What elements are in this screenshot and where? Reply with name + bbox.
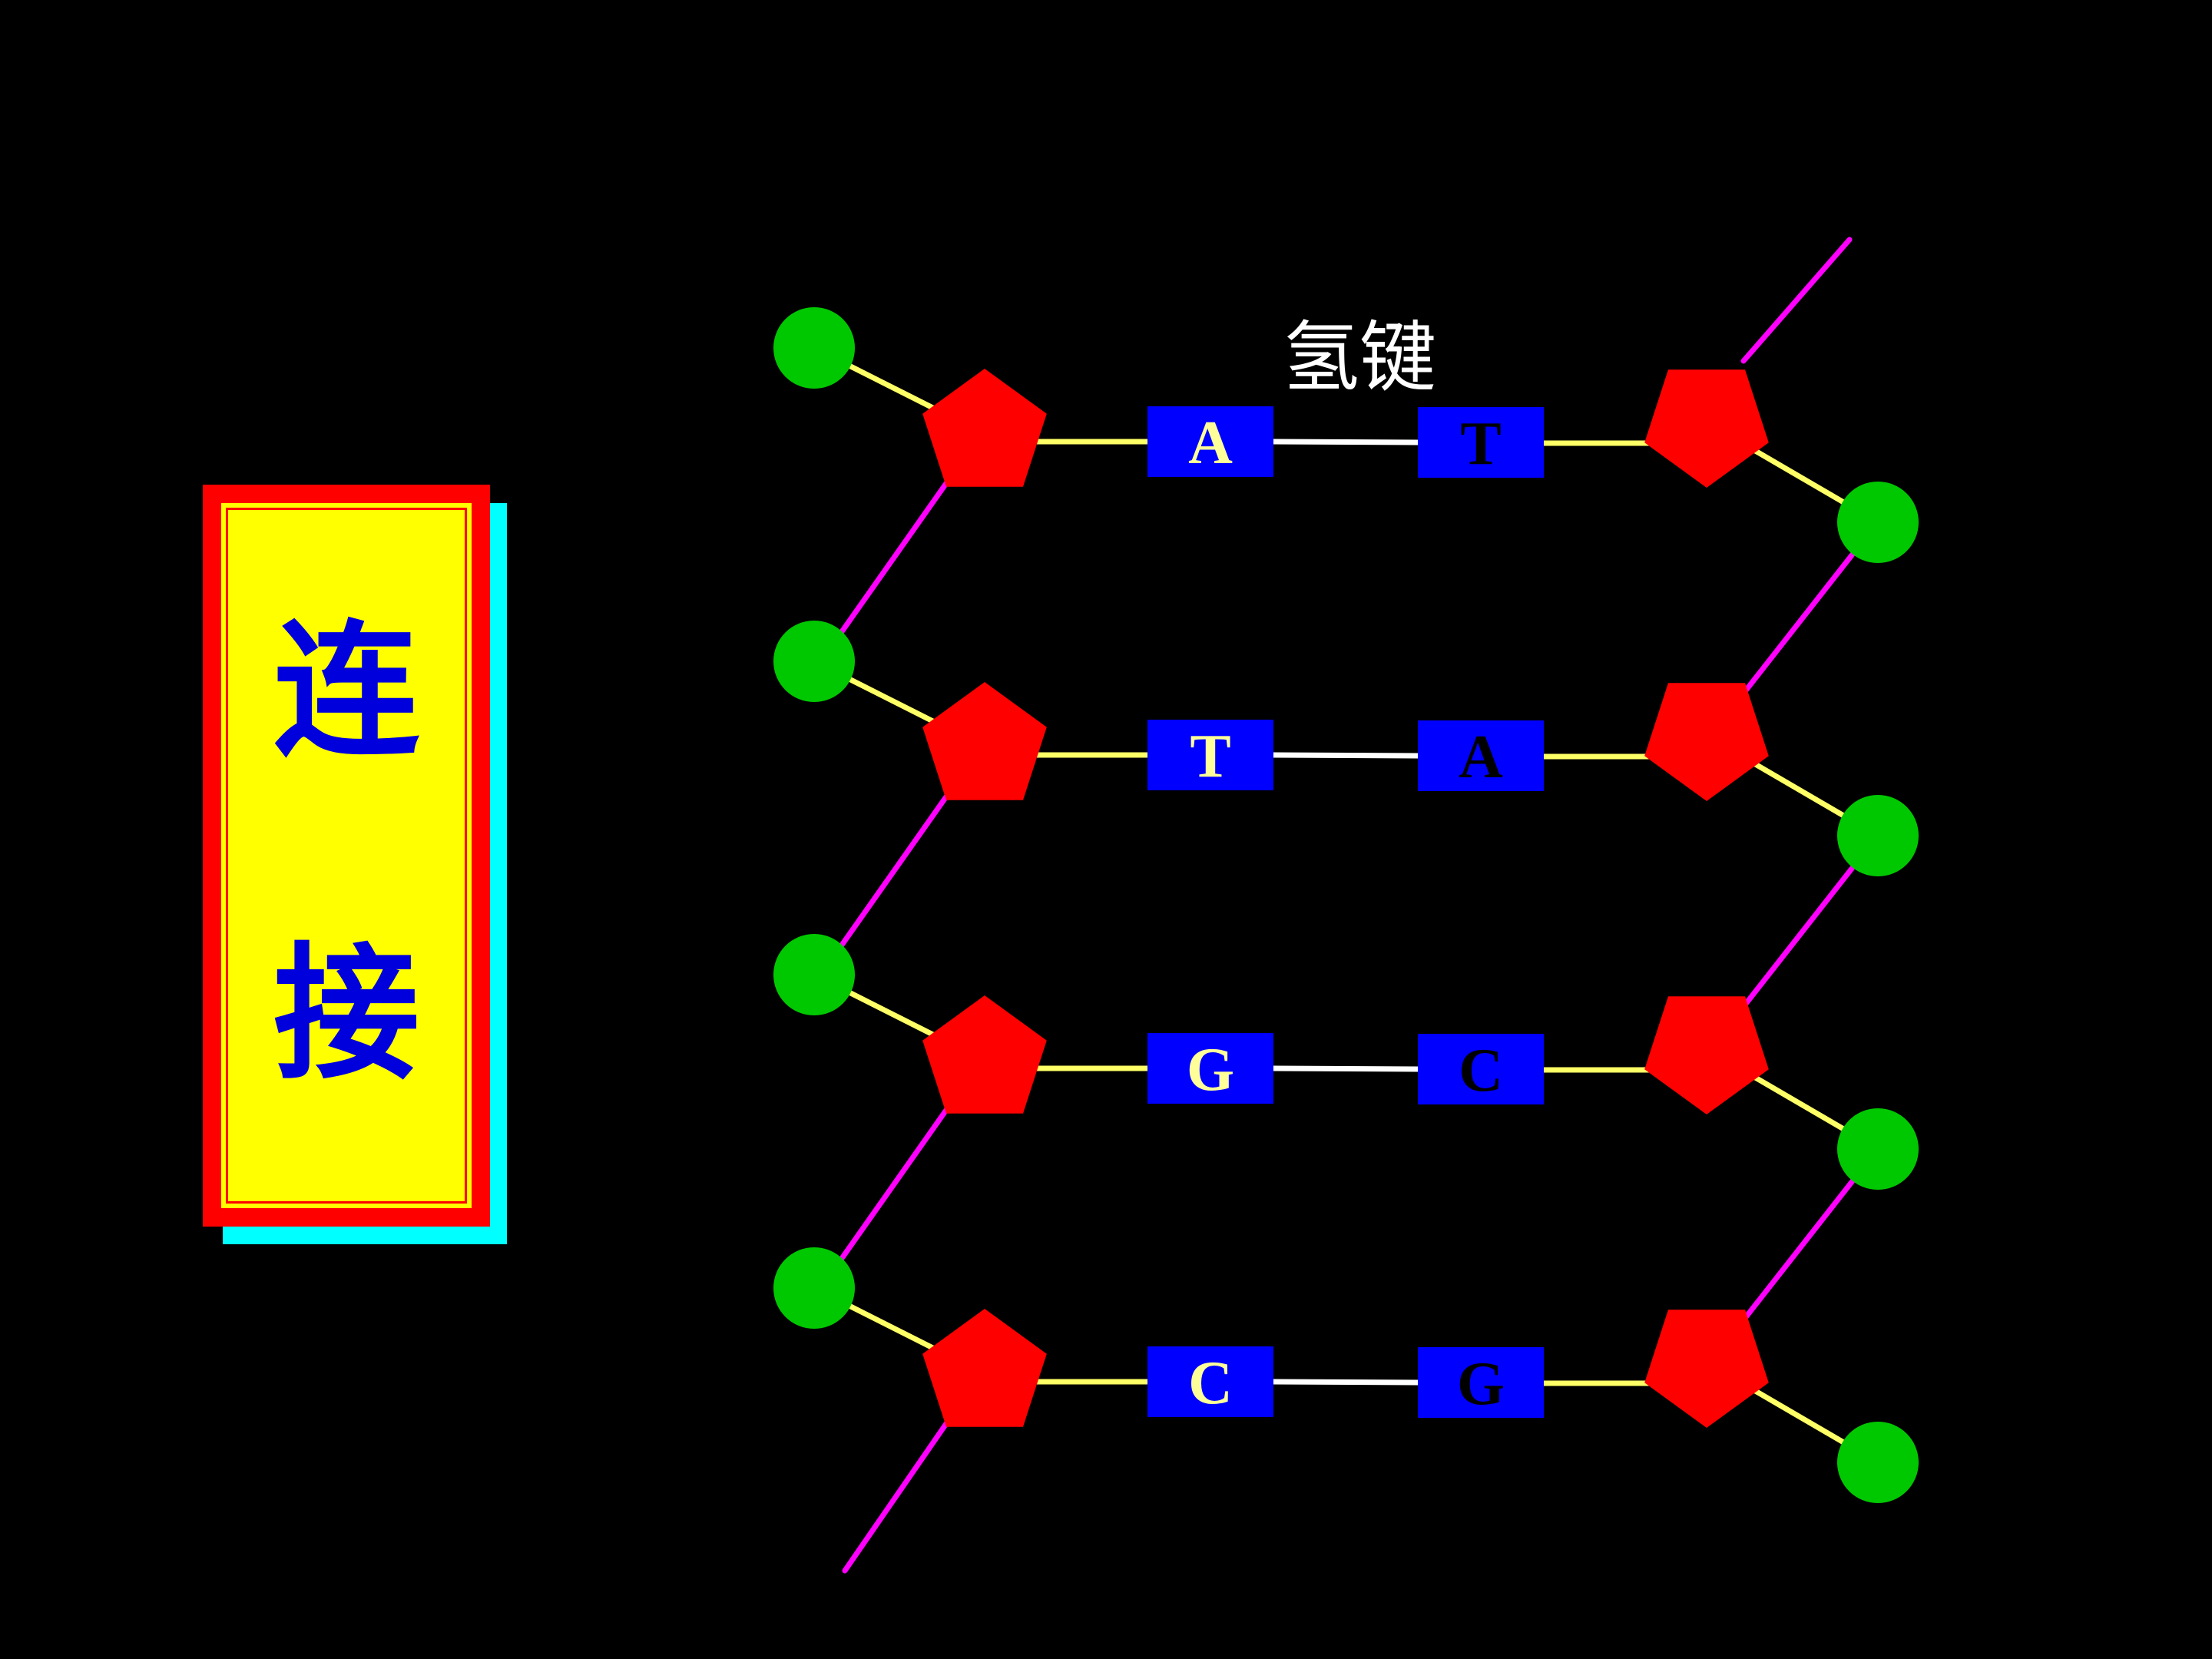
base-right-1-box <box>1418 407 1544 478</box>
phosphate-right-3 <box>1837 1108 1919 1190</box>
phosphate-left-2 <box>773 621 855 702</box>
hydrogen-bond-label: 氢键 <box>1283 313 1436 402</box>
phosphate-right-4 <box>1837 1422 1919 1503</box>
base-left-4-letter: C <box>1188 1349 1233 1417</box>
phosphate-left-4 <box>773 1247 855 1329</box>
sugar-left-2 <box>922 682 1047 800</box>
base-left-3-box <box>1147 1033 1273 1104</box>
phosphate-left-3 <box>773 934 855 1015</box>
sugar-left-1 <box>922 369 1047 487</box>
sugar-right-4 <box>1644 1310 1769 1428</box>
title-char-1: 连 <box>273 605 419 777</box>
backbone-link-right-1 <box>1734 538 1866 704</box>
base-left-2-letter: T <box>1190 723 1230 790</box>
title-box: 连 接 <box>203 485 490 1227</box>
base-left-3-letter: G <box>1187 1036 1234 1104</box>
backbone-link-left-3 <box>834 1096 957 1268</box>
base-right-3-letter: C <box>1459 1037 1503 1104</box>
sugar-right-3 <box>1644 996 1769 1114</box>
nucleotide-nodes: A T T A G C C G <box>773 307 1919 1503</box>
base-right-4-letter: G <box>1457 1350 1505 1418</box>
base-left-1-letter: A <box>1188 409 1233 477</box>
phosphate-left-1 <box>773 307 855 389</box>
base-left-1-box <box>1147 406 1273 477</box>
sugar-left-4 <box>922 1309 1047 1427</box>
title-inner-panel: 连 接 <box>218 500 475 1211</box>
backbone-link-top-right <box>1740 237 1853 364</box>
sugar-left-3 <box>922 995 1047 1114</box>
base-right-2-letter: A <box>1459 724 1503 791</box>
base-right-4-box <box>1418 1347 1544 1418</box>
base-left-2-box <box>1147 720 1273 790</box>
sugar-right-2 <box>1644 683 1769 801</box>
base-right-1-letter: T <box>1460 410 1501 478</box>
backbone-link-left-2 <box>834 783 957 955</box>
backbone-link-right-2 <box>1734 852 1866 1018</box>
sugar-right-1 <box>1644 369 1769 488</box>
base-right-2-box <box>1418 720 1544 791</box>
backbone-link-left-bottom <box>842 1409 957 1574</box>
title-char-2: 接 <box>273 928 419 1099</box>
base-left-4-box <box>1147 1346 1273 1417</box>
hydrogen-bond-2 <box>1270 752 1421 759</box>
hydrogen-bond-3 <box>1270 1065 1421 1072</box>
backbone-link-right-3 <box>1734 1165 1866 1331</box>
phosphate-right-1 <box>1837 482 1919 563</box>
backbone-link-left-1 <box>834 469 957 641</box>
base-right-3-box <box>1418 1034 1544 1104</box>
phosphate-right-2 <box>1837 795 1919 876</box>
